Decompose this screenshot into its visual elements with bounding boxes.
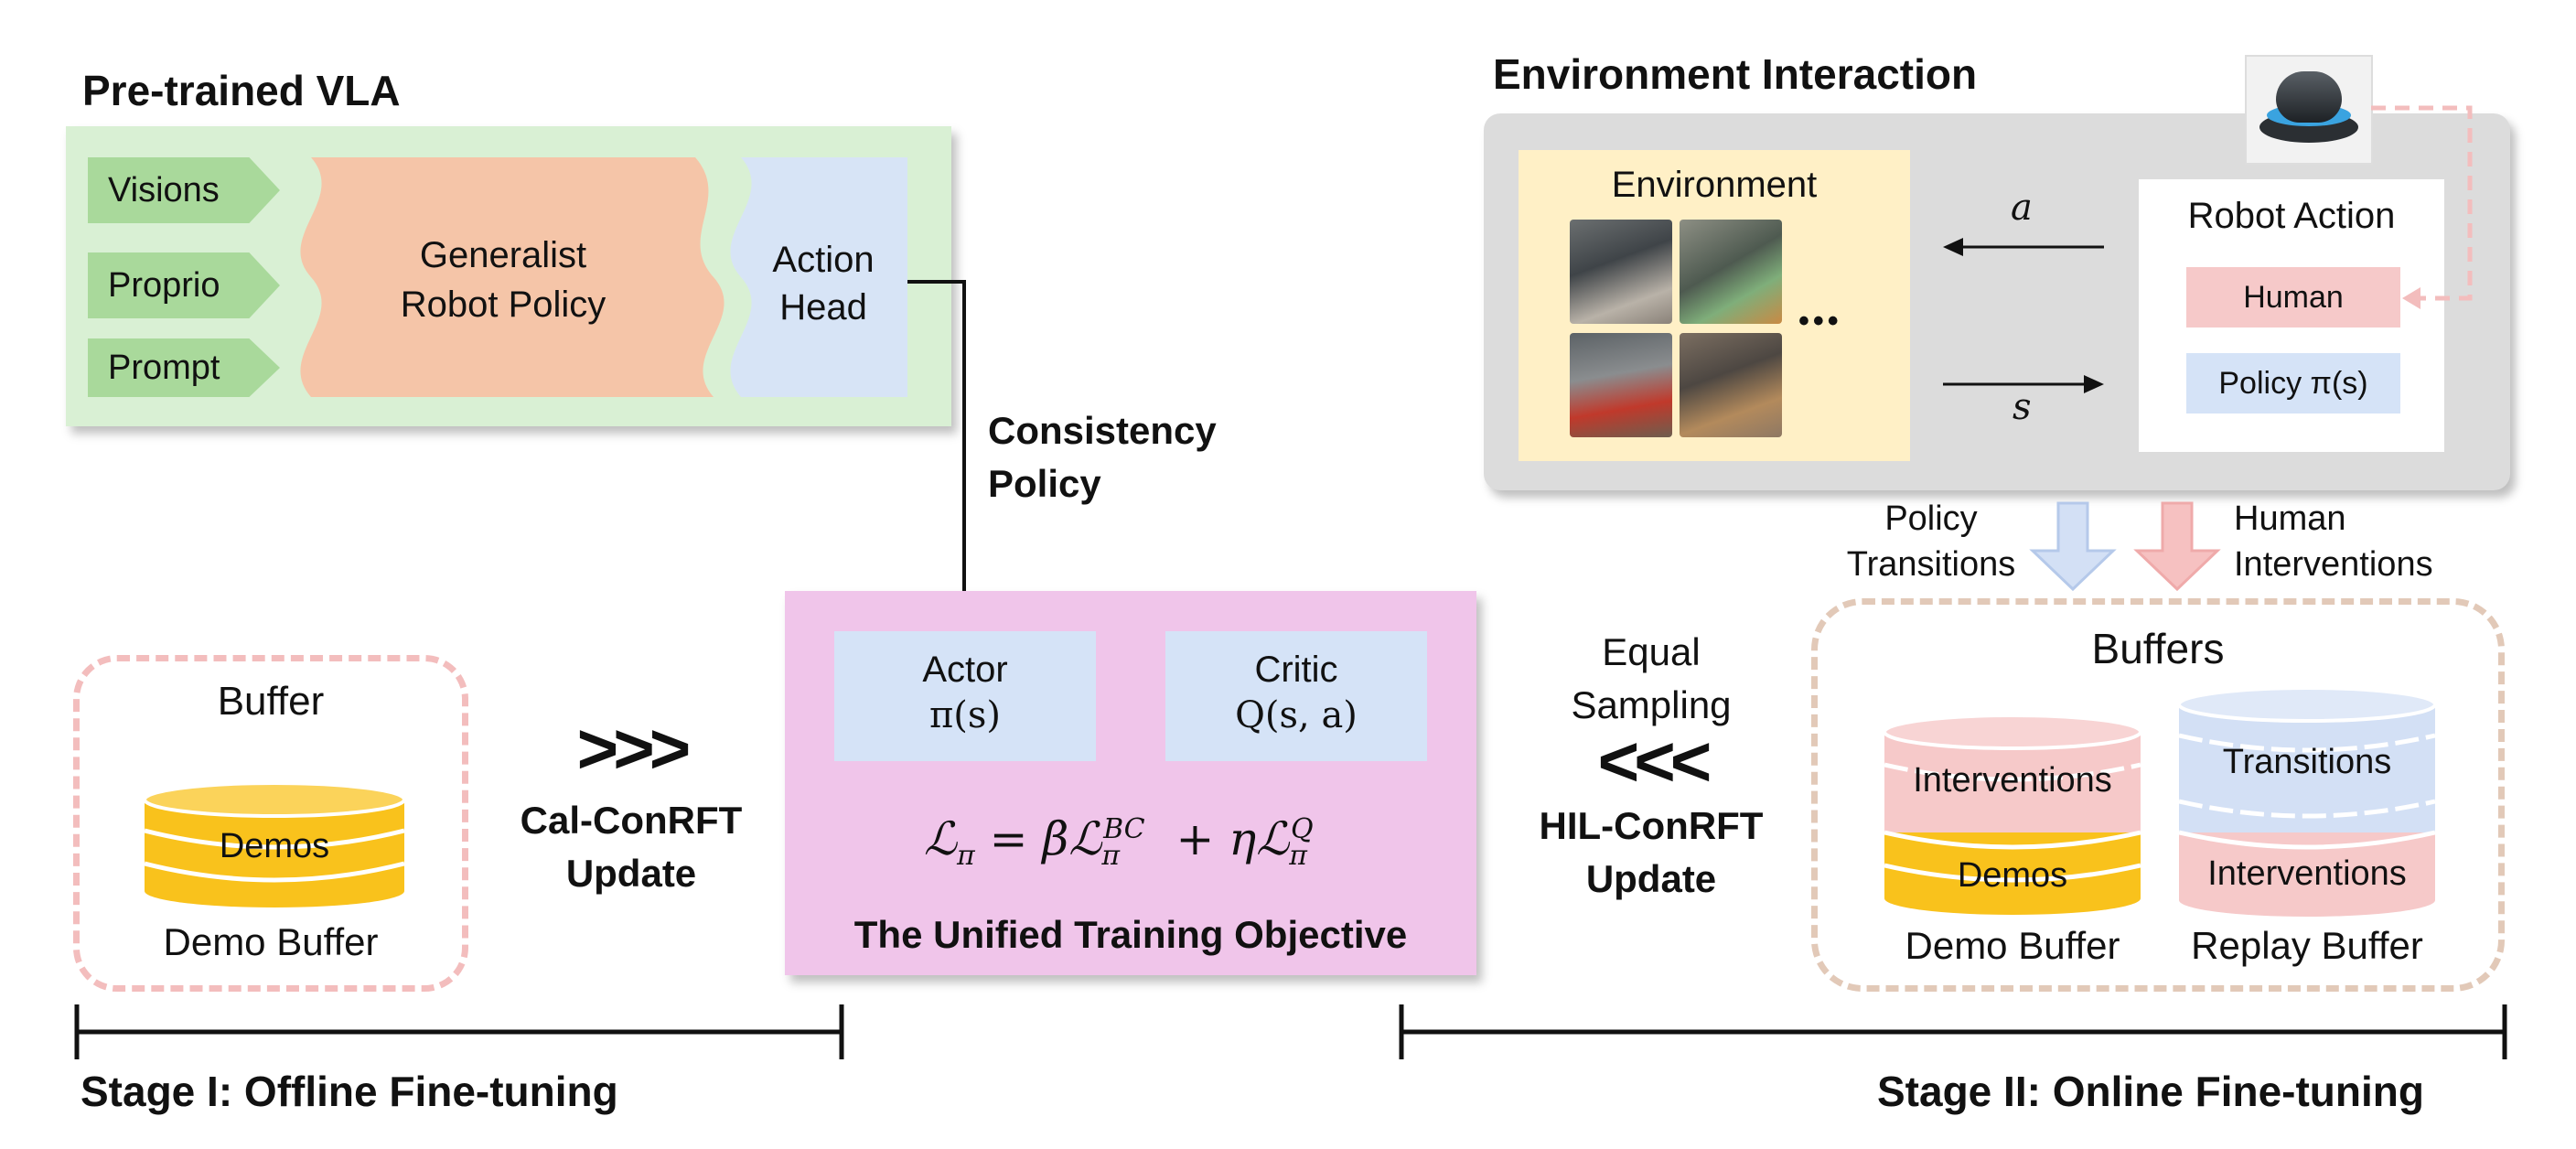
- input-proprio-label: Proprio: [108, 265, 220, 305]
- actor-box: Actor π(s): [834, 631, 1096, 761]
- consistency-line-1: Consistency: [988, 409, 1217, 452]
- robot-photo-1: [1570, 220, 1672, 324]
- objective-equation: ℒπ = βℒπBC + ηℒπQ: [924, 812, 1314, 872]
- cal-conrft-line-2: Update: [565, 852, 697, 895]
- robot-photo-4: [1680, 333, 1782, 437]
- input-prompt: Prompt: [88, 338, 280, 397]
- online-buffers-box: [1811, 598, 2505, 992]
- policy-action-label: Policy π(s): [2218, 366, 2368, 401]
- offline-chevrons: >>>: [576, 708, 692, 789]
- environment-title: Environment Interaction: [1493, 50, 1978, 98]
- offline-buffer-title: Buffer: [217, 679, 325, 724]
- robot-photo-3: [1570, 333, 1672, 437]
- hil-conrft-line-1: HIL-ConRFT: [1539, 804, 1764, 847]
- unified-objective-caption: The Unified Training Objective: [853, 913, 1408, 956]
- hil-conrft-line-2: Update: [1585, 857, 1717, 900]
- action-head-line-2: Head: [779, 287, 867, 328]
- offline-buffer-box: [73, 655, 468, 992]
- online-buffers-title: Buffers: [2091, 625, 2225, 672]
- robot-photo-2: [1680, 220, 1782, 324]
- buffer-transitions-label: Transitions: [2222, 743, 2392, 781]
- demo-buffer-cylinder: [1883, 714, 2142, 915]
- actor-symbol: π(s): [928, 694, 1002, 736]
- human-interventions-line-2: Interventions: [2234, 545, 2433, 584]
- action-head-block: [730, 157, 907, 397]
- buffer-interventions-label: Interventions: [1913, 761, 2112, 800]
- generalist-policy-label: Generalist Robot Policy: [366, 231, 640, 329]
- more-ellipsis: •••: [1798, 304, 1842, 338]
- hil-conrft-update-label: HIL-ConRFT Update: [1509, 800, 1793, 906]
- equal-sampling-label: Equal Sampling: [1519, 626, 1784, 732]
- input-visions-label: Visions: [108, 170, 220, 209]
- state-symbol: s: [2012, 386, 2032, 428]
- actor-label: Actor: [922, 650, 1008, 690]
- stage1-demo-buffer-label: Demo Buffer: [163, 920, 379, 963]
- demo-cylinder-stage1: [143, 781, 406, 907]
- critic-symbol: Q(s, a): [1235, 694, 1358, 736]
- human-interventions-label: Human Interventions: [2234, 496, 2508, 587]
- replay-buffer-cylinder: [2177, 686, 2437, 917]
- equal-sampling-line-2: Sampling: [1571, 683, 1732, 726]
- environment-label: Environment: [1611, 165, 1818, 205]
- robot-action-label: Robot Action: [2187, 196, 2396, 236]
- cal-conrft-line-1: Cal-ConRFT: [520, 799, 743, 842]
- policy-transitions-line-1: Policy: [1884, 499, 1978, 538]
- action-head-label: Action Head: [741, 236, 906, 331]
- stage2-label: Stage II: Online Fine-tuning: [1877, 1068, 2424, 1115]
- spacemouse-knob: [2276, 71, 2342, 123]
- cal-conrft-update-label: Cal-ConRFT Update: [494, 794, 768, 900]
- pretrained-vla-title: Pre-trained VLA: [82, 67, 401, 114]
- policy-transitions-line-2: Transitions: [1846, 545, 2016, 584]
- stage1-demos-label: Demos: [219, 827, 330, 865]
- critic-box: Critic Q(s, a): [1165, 631, 1427, 761]
- buffer-interventions2-label: Interventions: [2207, 854, 2407, 893]
- stage2-demo-buffer-label: Demo Buffer: [1905, 924, 2120, 967]
- human-interventions-line-1: Human: [2234, 499, 2346, 538]
- policy-action-box: Policy π(s): [2186, 353, 2400, 413]
- consistency-line-2: Policy: [988, 462, 1101, 505]
- human-action-label: Human: [2243, 280, 2344, 315]
- generalist-policy-block: [300, 157, 724, 397]
- generalist-line-2: Robot Policy: [400, 285, 606, 325]
- critic-label: Critic: [1254, 650, 1338, 690]
- action-head-line-1: Action: [772, 240, 875, 280]
- input-visions: Visions: [88, 157, 280, 223]
- stage2-replay-buffer-label: Replay Buffer: [2191, 924, 2423, 967]
- input-proprio: Proprio: [88, 252, 280, 318]
- human-action-box: Human: [2186, 267, 2400, 328]
- online-chevrons: <<<: [1597, 721, 1712, 801]
- stage1-label: Stage I: Offline Fine-tuning: [80, 1068, 618, 1115]
- policy-transitions-label: Policy Transitions: [1826, 496, 2036, 587]
- equal-sampling-line-1: Equal: [1602, 630, 1701, 673]
- consistency-policy-label: Consistency Policy: [988, 404, 1217, 510]
- action-symbol: a: [2011, 187, 2033, 229]
- buffer-demos-label: Demos: [1957, 856, 2068, 895]
- generalist-line-1: Generalist: [419, 235, 587, 275]
- input-prompt-label: Prompt: [108, 348, 220, 387]
